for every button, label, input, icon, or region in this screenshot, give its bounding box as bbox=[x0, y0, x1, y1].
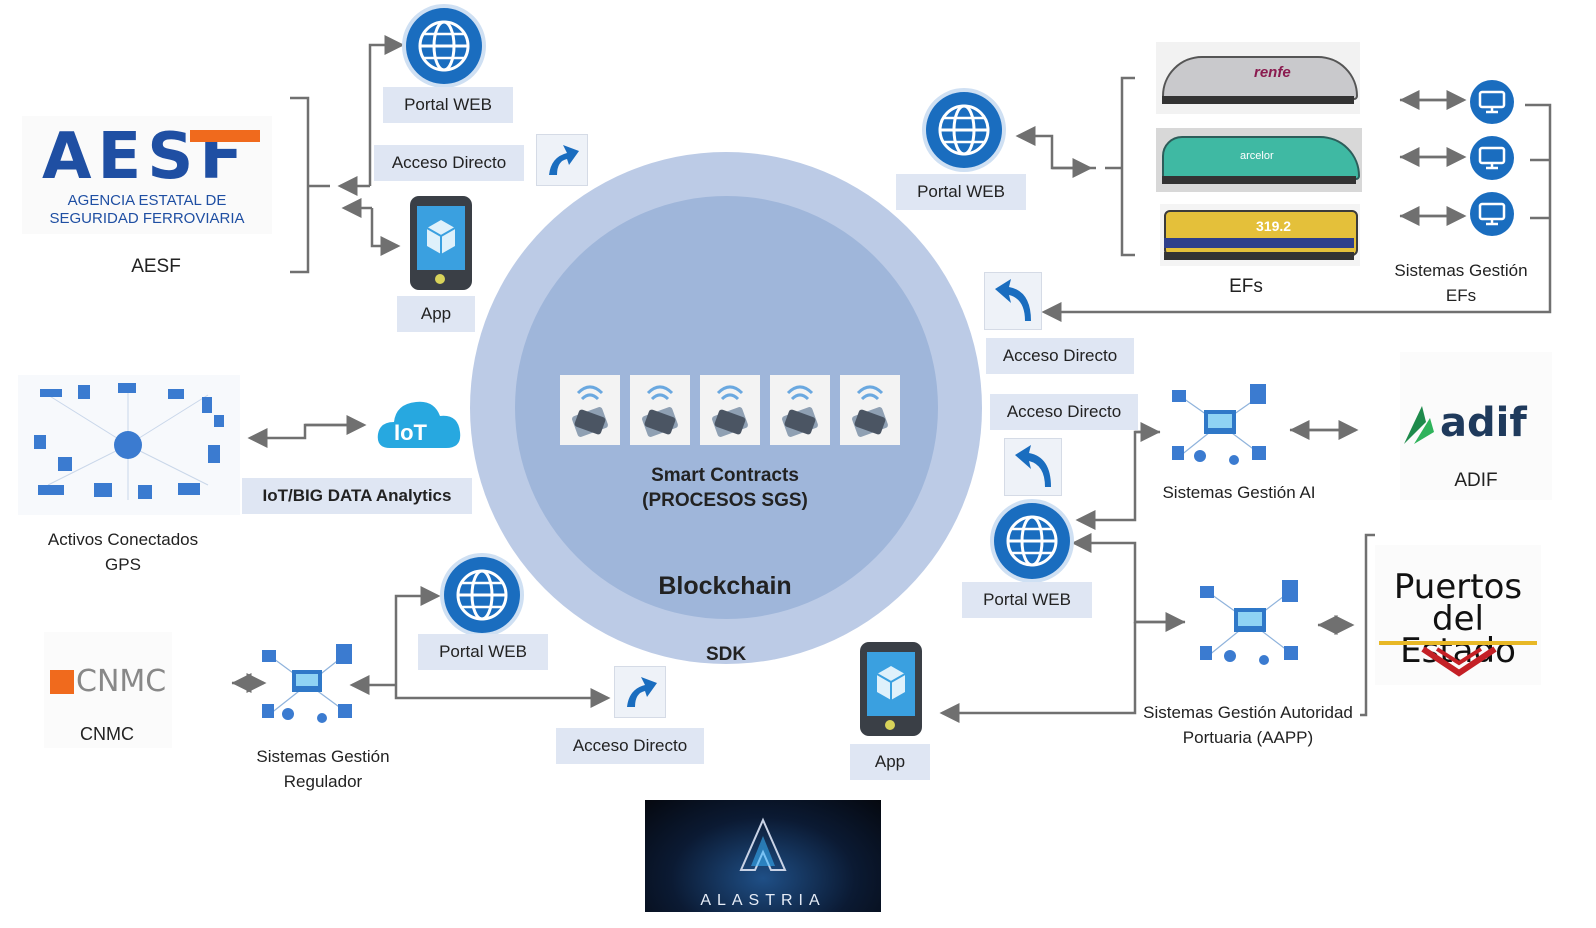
cnmc-systems-caption-line2: Regulador bbox=[283, 772, 363, 791]
cnmc-portal-label[interactable]: Portal WEB bbox=[418, 634, 548, 670]
adif-portal-globe-icon[interactable] bbox=[994, 503, 1070, 579]
puertos-logo-line2: del Estado bbox=[1400, 599, 1516, 671]
cnmc-caption: CNMC bbox=[80, 724, 134, 744]
cnmc-systems-caption: Sistemas Gestión Regulador bbox=[236, 744, 410, 794]
puertos-portal-label[interactable]: Portal WEB bbox=[962, 582, 1092, 618]
cnmc-portal-globe-icon[interactable] bbox=[444, 557, 520, 633]
aesf-portal-label[interactable]: Portal WEB bbox=[383, 87, 513, 123]
smart-contracts-title: Smart Contracts (PROCESOS SGS) bbox=[600, 463, 850, 513]
connected-assets-caption-line2: GPS bbox=[105, 555, 141, 574]
alastria-logo: ALASTRIA bbox=[645, 800, 881, 912]
train-319-image: 319.2 bbox=[1160, 204, 1360, 266]
adif-caption: ADIF bbox=[1454, 470, 1498, 491]
iot-label: IoT/BIG DATA Analytics bbox=[242, 478, 472, 514]
handshake-row bbox=[560, 375, 910, 445]
blockchain-label: Blockchain bbox=[658, 572, 792, 600]
puertos-logo: Puertos del Estado bbox=[1375, 545, 1541, 685]
puertos-systems-network-icon bbox=[1186, 572, 1314, 672]
adif-logo: adif ADIF bbox=[1400, 352, 1552, 500]
aesf-logo: AESF AGENCIA ESTATAL DE SEGURIDAD FERROV… bbox=[22, 116, 272, 234]
adif-acceso-arrow-icon[interactable] bbox=[1004, 438, 1062, 496]
efs-acceso-label[interactable]: Acceso Directo bbox=[986, 338, 1134, 374]
connected-assets-caption-line1: Activos Conectados bbox=[47, 530, 199, 549]
efs-trains-caption: EFs bbox=[1229, 276, 1263, 297]
aesf-app-phone-icon[interactable] bbox=[410, 196, 472, 290]
sdk-label: SDK bbox=[705, 644, 747, 665]
train-renfe-image: renfe bbox=[1156, 42, 1360, 114]
efs-systems-caption-line1: Sistemas Gestión bbox=[1394, 261, 1528, 280]
cnmc-systems-caption-line1: Sistemas Gestión bbox=[256, 747, 390, 766]
aesf-caption: AESF bbox=[131, 256, 181, 277]
cnmc-logo: CNMC CNMC bbox=[44, 632, 172, 748]
adif-systems-network-icon bbox=[1160, 376, 1280, 472]
train-arcelor-image: arcelor bbox=[1156, 128, 1362, 192]
adif-acceso-label[interactable]: Acceso Directo bbox=[990, 394, 1138, 430]
cnmc-acceso-arrow-icon[interactable] bbox=[614, 666, 666, 718]
train-319-number: 319.2 bbox=[1256, 218, 1292, 234]
efs-acceso-arrow-icon[interactable] bbox=[984, 272, 1042, 330]
iot-cloud-icon: IoT bbox=[372, 390, 466, 460]
aesf-logo-sub2: SEGURIDAD FERROVIARIA bbox=[49, 210, 245, 227]
aesf-acceso-arrow-icon[interactable] bbox=[536, 134, 588, 186]
handshake-wifi-icon bbox=[630, 375, 690, 445]
handshake-wifi-icon bbox=[700, 375, 760, 445]
handshake-wifi-icon bbox=[560, 375, 620, 445]
train-arcelor-brand: arcelor bbox=[1240, 150, 1274, 162]
aesf-portal-globe-icon[interactable] bbox=[406, 8, 482, 84]
puertos-app-phone-icon[interactable] bbox=[860, 642, 922, 736]
efs-system-monitor-icon bbox=[1470, 192, 1514, 236]
iot-icon-text: IoT bbox=[394, 420, 427, 445]
handshake-wifi-icon bbox=[770, 375, 830, 445]
adif-logo-text: adif bbox=[1440, 400, 1527, 446]
efs-system-monitor-icon bbox=[1470, 80, 1514, 124]
efs-system-monitor-icon bbox=[1470, 136, 1514, 180]
efs-systems-caption: Sistemas Gestión EFs bbox=[1380, 258, 1542, 308]
puertos-logo-line1: Puertos bbox=[1393, 567, 1523, 607]
smart-contracts-line1: Smart Contracts bbox=[651, 465, 799, 486]
cnmc-systems-network-icon bbox=[252, 638, 364, 730]
efs-systems-caption-line2: EFs bbox=[1445, 286, 1477, 305]
adif-systems-caption: Sistemas Gestión AI bbox=[1162, 483, 1316, 502]
efs-portal-label[interactable]: Portal WEB bbox=[896, 174, 1026, 210]
aesf-acceso-label[interactable]: Acceso Directo bbox=[374, 145, 524, 181]
train-renfe-brand: renfe bbox=[1254, 64, 1291, 81]
cnmc-acceso-label[interactable]: Acceso Directo bbox=[556, 728, 704, 764]
smart-contracts-line2: (PROCESOS SGS) bbox=[642, 490, 808, 511]
connected-assets-caption: Activos Conectados GPS bbox=[28, 527, 218, 577]
puertos-app-label[interactable]: App bbox=[850, 744, 930, 780]
alastria-logo-text: ALASTRIA bbox=[700, 892, 826, 909]
aesf-logo-sub1: AGENCIA ESTATAL DE bbox=[67, 192, 227, 209]
aesf-app-label[interactable]: App bbox=[397, 296, 475, 332]
efs-portal-globe-icon[interactable] bbox=[926, 92, 1002, 168]
puertos-systems-caption-line2: Portuaria (AAPP) bbox=[1182, 728, 1314, 747]
connected-assets-image bbox=[18, 375, 240, 515]
handshake-wifi-icon bbox=[840, 375, 900, 445]
puertos-systems-caption-line1: Sistemas Gestión Autoridad bbox=[1143, 703, 1353, 722]
cnmc-logo-text: CNMC bbox=[76, 664, 167, 699]
puertos-systems-caption: Sistemas Gestión Autoridad Portuaria (AA… bbox=[1136, 700, 1360, 750]
